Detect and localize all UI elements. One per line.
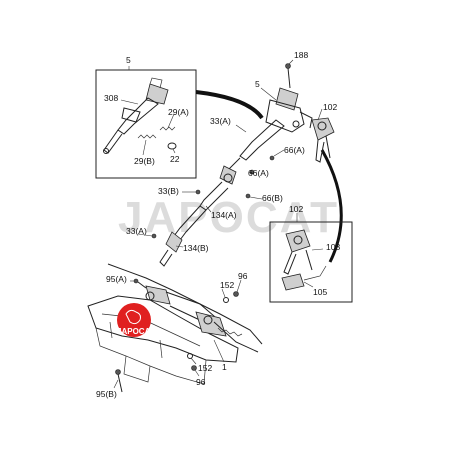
upper-universal-joint <box>219 165 237 185</box>
callout-33a-mid: 33(A) <box>126 226 147 236</box>
column-shaft <box>103 129 123 154</box>
gear-box <box>195 311 227 337</box>
callout-96-top: 96 <box>238 271 248 281</box>
callout-105: 105 <box>313 287 327 297</box>
callout-66b: 66(B) <box>262 193 283 203</box>
bolt-95b <box>117 373 123 393</box>
callout-152-bot: 152 <box>198 363 212 373</box>
spring-29a-inset <box>159 126 176 131</box>
bolt-96-bot <box>191 365 197 371</box>
callout-103: 103 <box>326 242 340 252</box>
ring-22 <box>167 142 177 150</box>
callout-308: 308 <box>104 93 118 103</box>
switch-lever-inset <box>283 251 297 275</box>
shaft-134b-lower <box>159 249 173 267</box>
right-tie-rod <box>213 321 259 353</box>
reference-arc-top <box>195 90 264 120</box>
gear-left-boot <box>145 285 171 305</box>
callout-29a-inset: 29(A) <box>168 107 189 117</box>
washer-152-top <box>223 297 229 303</box>
tie-rod-line <box>107 263 263 345</box>
bolt-96-top <box>233 291 239 297</box>
switch-body-inset <box>285 229 311 253</box>
callout-5-main: 5 <box>255 79 260 89</box>
callout-1: 1 <box>222 362 227 372</box>
column-side-arm <box>299 111 313 129</box>
main-column-tube <box>239 119 285 161</box>
main-column-assembly <box>235 59 335 163</box>
right-boot <box>217 327 243 337</box>
callout-66a-2: 66(A) <box>248 168 269 178</box>
bolt-66b <box>245 193 251 199</box>
column-top-cap <box>149 77 163 89</box>
steering-gear <box>107 263 263 393</box>
callout-95b: 95(B) <box>96 389 117 399</box>
shaft-end <box>103 148 109 154</box>
callout-102-top: 102 <box>323 102 337 112</box>
logo-circle <box>117 303 151 337</box>
column-tube <box>117 97 159 135</box>
switch-103-105 <box>281 273 305 291</box>
lower-universal-joint <box>165 231 183 253</box>
inset-switch-detail <box>269 213 353 303</box>
callout-5-inset: 5 <box>126 55 131 65</box>
spring-29b <box>137 134 157 139</box>
callout-29b: 29(B) <box>134 156 155 166</box>
main-column-head <box>275 87 299 111</box>
callout-152-top: 152 <box>220 280 234 290</box>
callout-66a-1: 66(A) <box>284 145 305 155</box>
bolt-188 <box>287 67 291 89</box>
callout-188: 188 <box>294 50 308 60</box>
crossmember <box>87 295 239 385</box>
bolt-66a-1 <box>269 155 275 161</box>
japocat-logo: JAPOCAT <box>117 303 155 337</box>
bolt-33b <box>195 189 201 195</box>
rack-housing <box>165 291 215 323</box>
reference-arc-right <box>320 149 343 263</box>
main-column-bracket <box>265 99 305 133</box>
bolt-95a <box>137 281 147 289</box>
callout-33b: 33(B) <box>158 186 179 196</box>
callout-33a-top: 33(A) <box>210 116 231 126</box>
callout-102-inset: 102 <box>289 204 303 214</box>
callout-95a: 95(A) <box>106 274 127 284</box>
inset-switch-frame <box>269 221 353 303</box>
shaft-134a <box>199 181 229 211</box>
inset-column-detail <box>95 66 197 179</box>
bolt-188-head <box>285 63 291 69</box>
washer-152-bot <box>187 353 193 359</box>
column-assembly-inset <box>103 77 169 154</box>
callout-134a: 134(A) <box>211 210 237 220</box>
intermediate-shaft <box>137 157 263 267</box>
inset-frame <box>95 69 197 179</box>
callout-134b: 134(B) <box>183 243 209 253</box>
bolt-33a-mid <box>151 233 157 239</box>
callout-22: 22 <box>170 154 180 164</box>
logo-mark-icon <box>125 309 141 325</box>
column-bracket <box>121 107 141 123</box>
combination-switch-102-top <box>311 117 335 163</box>
callout-96-bot: 96 <box>196 377 206 387</box>
logo-text: JAPOCAT <box>117 327 155 336</box>
column-head <box>145 83 169 105</box>
